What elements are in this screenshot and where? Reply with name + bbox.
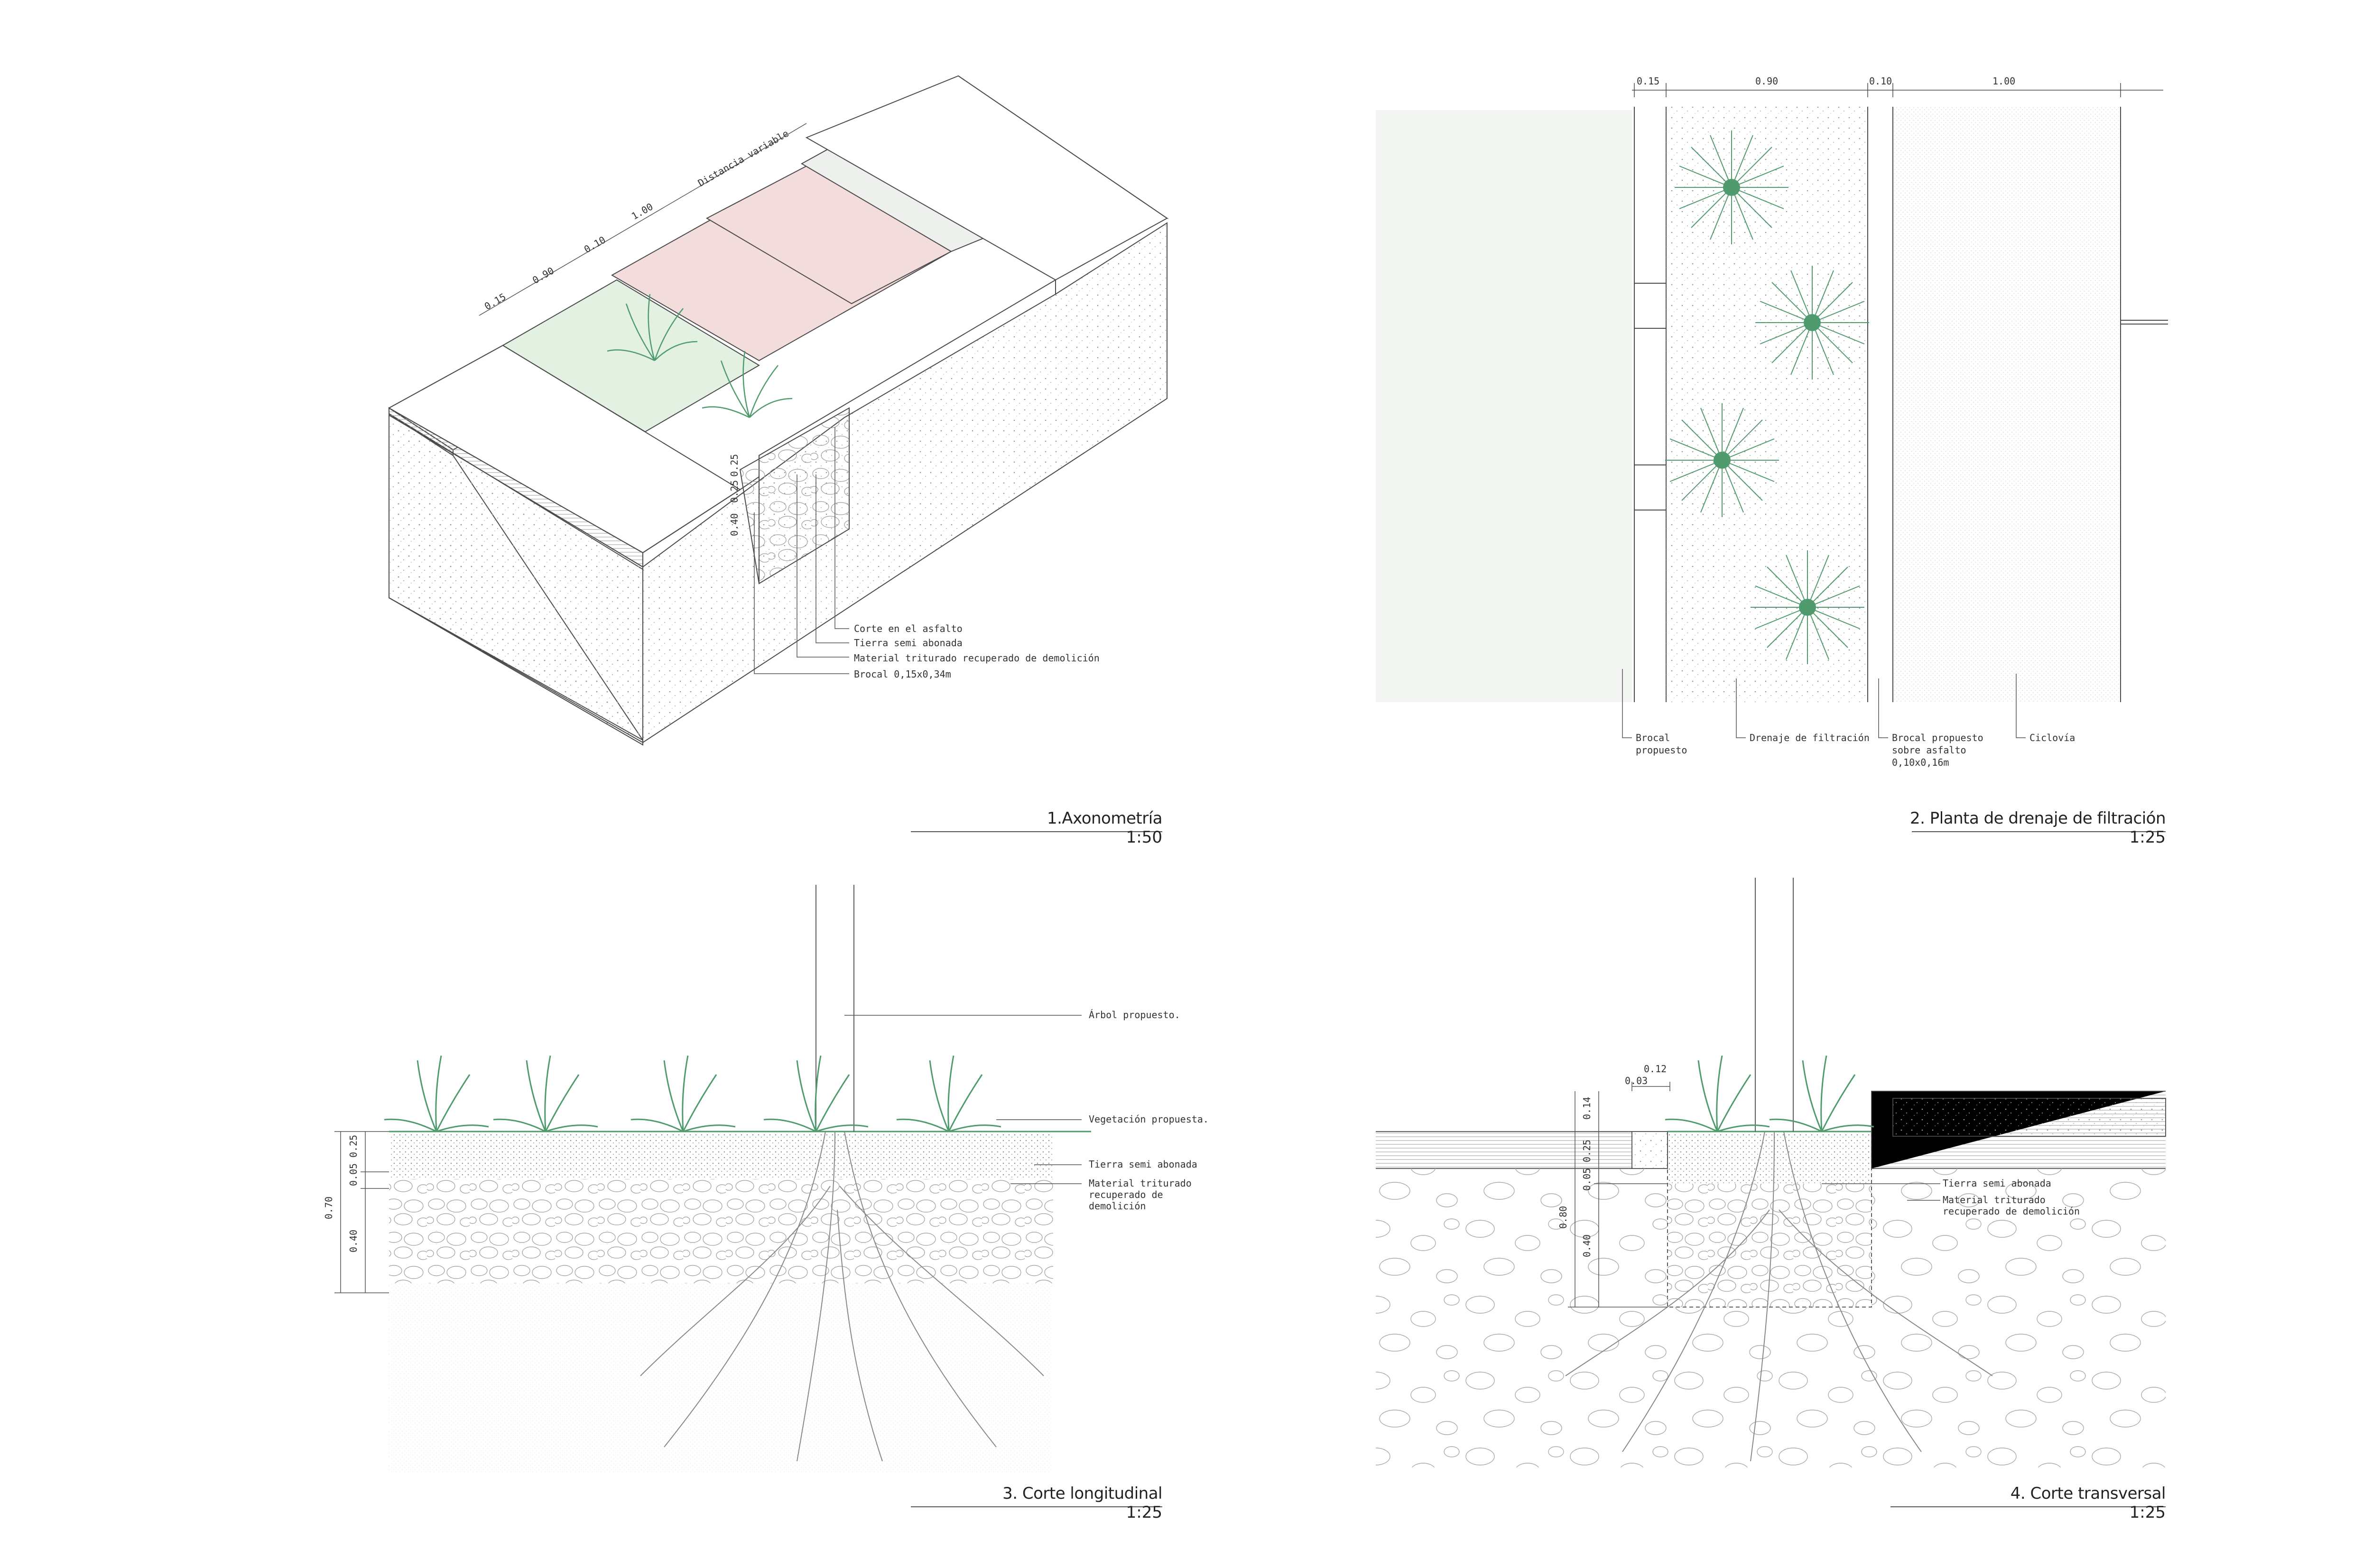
long-note-arbol: Árbol propuesto. xyxy=(1089,1009,1180,1021)
plan-label-brocal2-3: 0,10x0,16m xyxy=(1892,757,1949,768)
long-vdim-0.40: 0.40 xyxy=(348,1230,359,1253)
trans-title: 4. Corte transversal xyxy=(2010,1484,2166,1503)
plan-label-brocal2-2: sobre asfalto xyxy=(1892,744,1966,756)
plan-dim-0.90: 0.90 xyxy=(1755,75,1778,87)
axo-title-block: 1.Axonometría 1:50 xyxy=(911,809,1163,847)
axo-scale: 1:50 xyxy=(1126,828,1162,847)
axo-dim-1.00: 1.00 xyxy=(630,201,655,222)
long-vdim-0.05: 0.05 xyxy=(348,1163,359,1186)
plan-title-rule xyxy=(1912,831,2166,832)
axo-note-material: Material triturado recuperado de demolic… xyxy=(854,652,1100,664)
trans-scale: 1:25 xyxy=(2129,1503,2166,1522)
trans-vdim-0.14: 0.14 xyxy=(1581,1097,1593,1120)
transverse-section-drawing xyxy=(1376,878,2166,1467)
axo-note-brocal: Brocal 0,15x0,34m xyxy=(854,668,951,680)
axo-dim-0.15: 0.15 xyxy=(482,291,508,312)
longitudinal-section-labels: 0.70 0.25 0.05 0.40 Árbol propuesto. Veg… xyxy=(323,1009,1209,1253)
axo-dim-0.90: 0.90 xyxy=(530,265,556,286)
axonometry-drawing xyxy=(388,75,1169,746)
trans-title-block: 4. Corte transversal 1:25 xyxy=(1890,1484,2166,1522)
trans-title-rule xyxy=(1890,1506,2166,1507)
long-scale: 1:25 xyxy=(1126,1503,1162,1522)
plan-title-block: 2. Planta de drenaje de filtración 1:25 xyxy=(1874,809,2166,847)
trans-note-tierra: Tierra semi abonada xyxy=(1943,1178,2051,1189)
transverse-section-labels: 0.12 0.03 0.14 0.25 0.05 0.40 0.80 Tierr… xyxy=(1557,1063,2080,1257)
plan-dimensions: 0.15 0.90 0.10 1.00 Brocal propuesto Dre… xyxy=(1636,75,2075,768)
plan-label-brocal-1: Brocal xyxy=(1636,732,1670,743)
long-vdim-0.25: 0.25 xyxy=(348,1135,359,1158)
long-vdim-0.70: 0.70 xyxy=(323,1197,334,1219)
long-title: 3. Corte longitudinal xyxy=(1002,1484,1162,1503)
trans-vdim-0.40: 0.40 xyxy=(1581,1234,1593,1257)
plan-label-drenaje: Drenaje de filtración xyxy=(1750,732,1870,743)
trans-note-material-1: Material triturado xyxy=(1943,1194,2046,1206)
plan-label-brocal2-1: Brocal propuesto xyxy=(1892,732,1983,743)
long-note-tierra: Tierra semi abonada xyxy=(1089,1159,1197,1170)
long-note-material-3: demolición xyxy=(1089,1200,1146,1212)
axo-vdim-0.25a: 0.25 xyxy=(729,480,740,503)
trans-vdim-0.25: 0.25 xyxy=(1581,1140,1593,1162)
axo-note-corte-asfalto: Corte en el asfalto xyxy=(854,623,963,634)
long-note-material-2: recuperado de xyxy=(1089,1189,1163,1200)
trans-vdim-0.80: 0.80 xyxy=(1557,1206,1569,1229)
long-title-rule xyxy=(911,1506,1162,1507)
trans-hdim-0.12: 0.12 xyxy=(1644,1063,1667,1075)
axo-note-tierra: Tierra semi abonada xyxy=(854,637,963,649)
axo-vdim-0.25b: 0.25 xyxy=(729,454,740,477)
long-note-vegetacion: Vegetación propuesta. xyxy=(1089,1113,1209,1125)
axo-title-rule xyxy=(911,831,1162,832)
plan-dim-1.00: 1.00 xyxy=(1992,75,2015,87)
plan-dim-0.10: 0.10 xyxy=(1869,75,1892,87)
axo-vdim-0.40: 0.40 xyxy=(729,513,740,536)
plan-drawing xyxy=(1376,83,2168,738)
trans-note-material-2: recuperado de demolición xyxy=(1943,1206,2080,1217)
long-title-block: 3. Corte longitudinal 1:25 xyxy=(911,1484,1162,1522)
trans-vdim-0.05: 0.05 xyxy=(1581,1168,1593,1191)
trans-hdim-0.03: 0.03 xyxy=(1625,1075,1648,1086)
plan-dim-0.15: 0.15 xyxy=(1637,75,1659,87)
plan-title: 2. Planta de drenaje de filtración xyxy=(1910,809,2166,828)
long-note-material-1: Material triturado xyxy=(1089,1178,1192,1189)
plan-label-brocal-2: propuesto xyxy=(1636,744,1687,756)
longitudinal-section-drawing xyxy=(334,885,1091,1473)
plan-label-ciclovia: Ciclovía xyxy=(2029,732,2075,743)
plan-scale: 1:25 xyxy=(2129,828,2166,847)
axo-dim-distancia-variable: Distancia variable xyxy=(696,128,791,189)
axo-dim-0.10: 0.10 xyxy=(582,234,608,255)
axo-title: 1.Axonometría xyxy=(1047,809,1163,828)
